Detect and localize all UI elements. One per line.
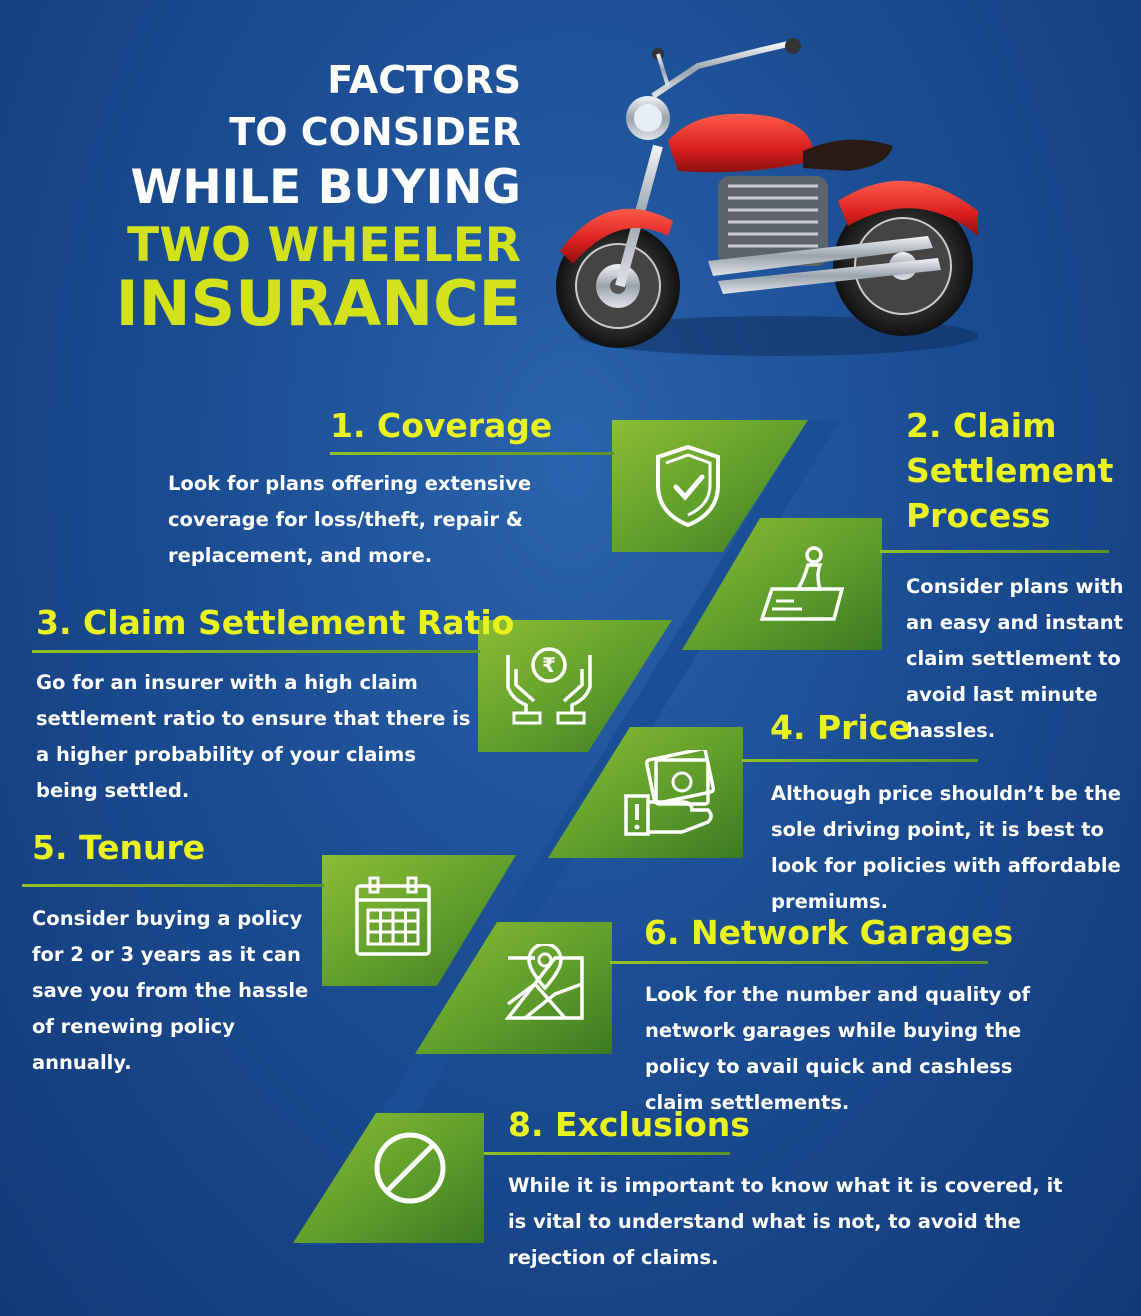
exclusions-heading: 8. Exclusions: [508, 1105, 750, 1144]
motorcycle-image: [556, 38, 978, 356]
price-rule: [742, 759, 978, 762]
map-pin-icon: [505, 944, 584, 1020]
title-line-3: WHILE BUYING: [130, 160, 521, 215]
garages-rule: [610, 961, 988, 964]
gear-shift-icon: [759, 546, 845, 621]
claim-ratio-rule: [32, 650, 480, 653]
hands-rupee-icon: ₹: [506, 647, 592, 725]
title-line-2: TO CONSIDER: [229, 110, 521, 154]
claim-ratio-heading: 3. Claim Settlement Ratio: [36, 603, 515, 642]
hand-cash-icon: [624, 750, 716, 836]
claim-process-rule: [880, 550, 1109, 553]
prohibited-icon: [374, 1132, 446, 1204]
rupee-symbol: ₹: [542, 653, 556, 677]
calendar-icon: [355, 876, 431, 956]
exclusions-rule: [484, 1152, 730, 1155]
claim-process-heading-line2: Settlement: [906, 451, 1114, 490]
title-line-5: INSURANCE: [115, 267, 521, 340]
coverage-heading: 1. Coverage: [330, 406, 553, 445]
tenure-heading: 5. Tenure: [32, 828, 206, 867]
coverage-text: Look for plans offering extensive covera…: [168, 472, 532, 567]
garages-heading: 6. Network Garages: [644, 913, 1014, 952]
title-line-4: TWO WHEELER: [127, 218, 521, 273]
claim-ratio-text: Go for an insurer with a high claim sett…: [36, 671, 471, 802]
garages-text: Look for the number and quality of netwo…: [645, 983, 1031, 1114]
claim-process-heading-line3: Process: [906, 496, 1051, 535]
price-text: Although price shouldn’t be the sole dri…: [771, 782, 1121, 913]
tenure-text: Consider buying a policy for 2 or 3 year…: [32, 907, 309, 1074]
exclusions-text: While it is important to know what it is…: [508, 1174, 1063, 1269]
title-line-1: FACTORS: [327, 58, 521, 102]
tenure-rule: [22, 884, 324, 887]
price-heading: 4. Price: [770, 708, 911, 747]
claim-process-text: Consider plans with an easy and instant …: [906, 575, 1124, 742]
claim-process-heading-line1: 2. Claim: [906, 406, 1057, 445]
shield-check-icon: [656, 444, 720, 528]
coverage-rule: [330, 452, 614, 455]
